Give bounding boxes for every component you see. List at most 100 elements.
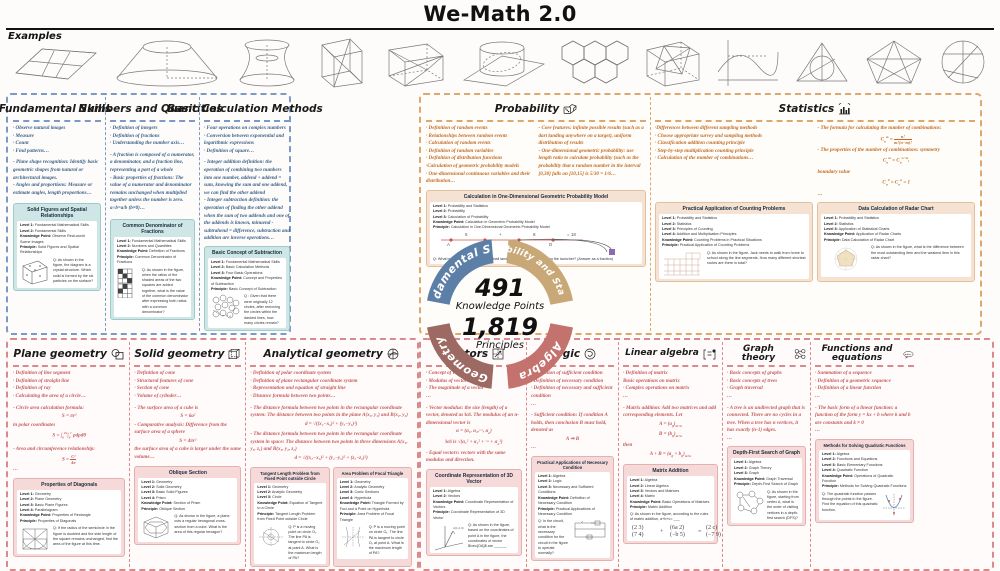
example-card[interactable]: Coordinate Representation of 3D Vector L… <box>426 468 522 557</box>
kp-item: · Understanding the number axis… <box>110 140 185 147</box>
kp-item: · Basic concepts of trees <box>727 377 778 384</box>
meta-val: Practical Application of Counting Proble… <box>679 243 750 248</box>
example-card[interactable]: Oblique Section Level 1: Geometry Level … <box>134 465 242 546</box>
card-title: Matrix Addition <box>652 468 689 475</box>
card-question-area: Q: As shown in the figure, the diagram i… <box>20 258 94 286</box>
svg-text:(−b 5): (−b 5) <box>670 531 685 538</box>
meta-key: Level 2: <box>117 243 131 248</box>
hyperbola-focal-triangle-icon <box>341 526 364 547</box>
example-card[interactable]: Practical Applications of Necessary Cond… <box>531 456 614 562</box>
meta-val: Linear Algebra <box>644 483 669 488</box>
example-card[interactable]: Common Denominator of Fractions Level 1:… <box>110 218 195 321</box>
meta-val: Basic Concept of Subtraction <box>228 286 277 291</box>
principle-item: - The basic form of a linear function: a… <box>815 404 911 426</box>
kp-item: · Definition of integers <box>110 125 158 131</box>
svg-text:5: 5 <box>465 232 468 237</box>
kp-item: · Definition of fractions <box>110 132 160 139</box>
kp-item: ·Calculation of geometric probability mo… <box>426 162 520 169</box>
example-card[interactable]: Calculation in One-Dimensional Geometric… <box>426 189 646 268</box>
column-numbers-quantities[interactable]: Numbers and Quantities · Definition of i… <box>78 97 223 332</box>
meta-key: Principle: <box>20 244 37 249</box>
example-card[interactable]: Data Calculation of Radar Chart Level 1:… <box>817 202 975 282</box>
meta-val: Solid Geometry <box>156 485 182 490</box>
knowledge-point-list: · Definition of cone · Structural featur… <box>134 370 241 462</box>
column-header: Fundamental Skills <box>0 99 111 119</box>
meta-key: Level 1: <box>822 451 836 456</box>
kp-item: · Count <box>13 140 29 147</box>
card-body: Level 1: Geometry Level 2: Analytic Geom… <box>336 477 409 559</box>
card-title: Solid Figures and Spatial Relationships <box>27 207 87 220</box>
column-header: Statistics <box>655 99 975 119</box>
meta-key: Level 3: <box>339 490 354 495</box>
column-solid-geometry[interactable]: Solid geometry · Definition of cone · St… <box>129 342 245 567</box>
column-vectors[interactable]: Vectors · Concept of vectors · Modulus o… <box>422 342 526 566</box>
meta-val: Area Problem of Focal Triangle <box>339 512 395 522</box>
example-card[interactable]: Methods for Solving Quadratic Functions … <box>815 438 914 523</box>
meta-val: Graph <box>748 471 760 476</box>
meta-key: Principle: <box>211 286 228 291</box>
example-card[interactable]: Basic Concept of Subtraction Level 1: Fu… <box>204 245 290 332</box>
column-analytical-geometry[interactable]: Analytical geometry · Definition of pola… <box>245 342 416 567</box>
meta-key: Level 1: <box>433 488 447 493</box>
meta-val: Properties of Rectangle <box>52 513 91 518</box>
meta-val: Addition and Multiplication Principles <box>676 232 737 237</box>
card-question: Q: In the circuit, what is the necessary… <box>538 519 568 556</box>
meta-key: Level 3: <box>662 227 676 232</box>
column-basic-calculation-methods[interactable]: Basic Calculation Methods · Four operati… <box>167 97 323 332</box>
card-title: Data Calculation of Radar Chart <box>858 206 934 213</box>
meta-val: Definition of Necessary Condition <box>538 495 590 506</box>
column-fundamental-skills[interactable]: Fundamental Skills · Observe natural ima… <box>0 97 111 331</box>
column-graph-theory[interactable]: Graph theory · Basic concepts of graphs … <box>722 342 810 567</box>
formula-matrix-B: B = (bij)m×n <box>658 431 683 439</box>
graph-nodes-figure-icon <box>736 490 764 514</box>
formula-polar-integral: S = ∫02π∫0r ρdρdθ <box>52 431 86 440</box>
meta-key: Level 4: <box>630 494 644 499</box>
meta-key: Knowledge Point: <box>734 476 766 481</box>
svg-text:D: D <box>549 242 553 247</box>
example-card[interactable]: Practical Application of Counting Proble… <box>655 202 813 282</box>
meta-key: Level 2: <box>141 485 156 490</box>
meta-key: Level 3: <box>822 462 836 467</box>
kp-column-right: - Core features: infinite possible resul… <box>539 125 647 186</box>
column-probability[interactable]: Probability · Definition of random event… <box>422 97 650 331</box>
meta-key: Principle: <box>117 254 134 259</box>
meta-key: Level 3: <box>141 490 156 495</box>
card-title: Basic Concept of Subtraction <box>211 249 282 256</box>
example-card[interactable]: Properties of Diagonals Level 1: Geometr… <box>13 477 126 558</box>
formula-combinations: Cnm = n!m!(n−m)! <box>880 133 912 145</box>
example-card[interactable]: Matrix Addition Level 1: Algebra Level 2… <box>623 464 721 545</box>
meta-val: Algebra <box>644 478 658 483</box>
principle-item: then <box>623 441 633 448</box>
kp-item: · Modulus of vectors <box>426 377 469 384</box>
kp-item: · Definition of plane rectangular coordi… <box>250 377 358 384</box>
knowledge-point-list: · Definition of random events · Relation… <box>426 125 646 186</box>
example-card[interactable]: Depth-First Search of Graph Level 1: Alg… <box>727 446 806 527</box>
analytical-card-row: Tangent Length Problem from Fixed Point … <box>250 466 413 567</box>
card-body: Level 1: Algebra Level 2: Vectors Knowle… <box>430 486 518 554</box>
column-linear-algebra[interactable]: Linear algebra · Definition of matrix Ba… <box>618 342 722 567</box>
meta-val: Section of Prism <box>173 501 201 506</box>
column-functions-equations[interactable]: Functions and equations a+b=c · Summatio… <box>810 342 918 567</box>
column-logic[interactable]: Logic · Definition of sufficient conditi… <box>526 342 618 567</box>
meta-val: Algebra <box>748 460 762 465</box>
meta-key: Principle: <box>822 484 839 489</box>
example-card[interactable]: Area Problem of Focal Triangle Level 1: … <box>332 466 413 567</box>
meta-key: Level 2: <box>433 209 447 214</box>
meta-val: Geometry <box>272 484 289 489</box>
meta-val: Basic Elementary Functions <box>836 462 883 467</box>
meta-key: Level 2: <box>822 457 836 462</box>
meta-val: Plane Geometry <box>34 497 62 502</box>
example-card[interactable]: Solid Figures and Spatial Relationships … <box>13 203 101 291</box>
column-plane-geometry[interactable]: Plane geometry · Definition of line segm… <box>9 342 129 566</box>
column-header: Basic Calculation Methods <box>167 99 323 119</box>
column-statistics[interactable]: Statistics ·Differences between differen… <box>650 97 979 332</box>
meta-key: Knowledge Point: <box>141 501 173 506</box>
principle-item: - Basic properties of fractions: The val… <box>110 174 192 211</box>
meta-key: Knowledge Point: <box>20 513 52 518</box>
example-card[interactable]: Tangent Length Problem from Fixed Point … <box>250 466 330 567</box>
kp-item: … <box>623 392 629 399</box>
principle-item: - Core features: infinite possible resul… <box>538 125 644 147</box>
meta-val: Graph Traversal <box>766 476 793 481</box>
card-question-area: Q: As shown in the figure, when the rati… <box>117 268 188 316</box>
